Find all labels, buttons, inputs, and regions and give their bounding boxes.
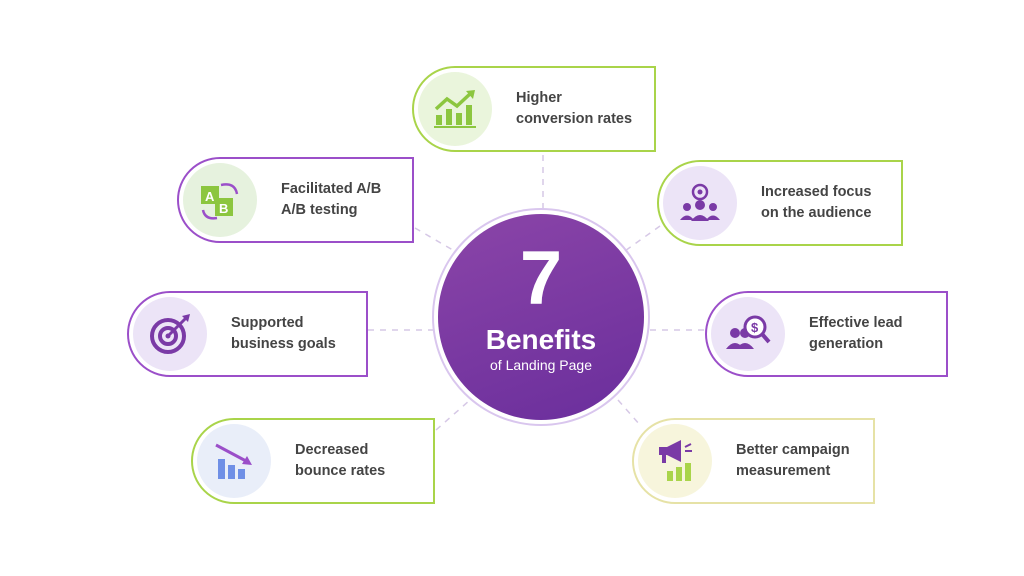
benefit-card-audience: Increased focus on the audience: [657, 160, 903, 246]
benefit-title-line1: Increased focus: [761, 184, 872, 200]
benefit-card-lead-generation: $ Effective lead generation: [705, 291, 948, 377]
benefit-title-line1: Facilitated A/B: [281, 181, 382, 197]
lead-search-icon: $: [711, 297, 785, 371]
svg-text:$: $: [751, 320, 759, 335]
benefit-card-bounce-rates: Decreased bounce rates: [191, 418, 435, 504]
benefit-title-line2: conversion rates: [516, 111, 633, 127]
benefit-count: 7: [519, 236, 563, 321]
benefit-title-line2: on the audience: [761, 205, 872, 221]
center-title: Benefits: [485, 324, 597, 355]
benefit-title-line2: A/B testing: [281, 202, 358, 218]
audience-target-icon: [663, 166, 737, 240]
megaphone-icon: [638, 424, 712, 498]
svg-text:B: B: [219, 201, 228, 216]
benefit-card-business-goals: Supported business goals: [127, 291, 368, 377]
benefit-card-campaign-measurement: Better campaign measurement: [632, 418, 875, 504]
center-badge: 7 Benefits of Landing Page: [438, 214, 644, 420]
benefit-title-line1: Decreased: [295, 442, 369, 458]
benefit-title-line2: bounce rates: [295, 463, 386, 479]
benefit-title-line1: Effective lead: [809, 315, 903, 331]
growth-chart-icon: [418, 72, 492, 146]
declining-chart-icon: [197, 424, 271, 498]
svg-text:A: A: [205, 189, 215, 204]
center-subtitle: of Landing Page: [490, 357, 592, 373]
benefit-title-line2: generation: [809, 336, 884, 352]
benefit-title-line1: Better campaign: [736, 442, 850, 458]
benefit-title-line1: Higher: [516, 90, 562, 106]
target-icon: [133, 297, 207, 371]
benefit-card-conversion: Higher conversion rates: [412, 66, 656, 152]
benefit-title-line2: business goals: [231, 336, 336, 352]
benefit-title-line1: Supported: [231, 315, 304, 331]
benefit-title-line2: measurement: [736, 463, 831, 479]
